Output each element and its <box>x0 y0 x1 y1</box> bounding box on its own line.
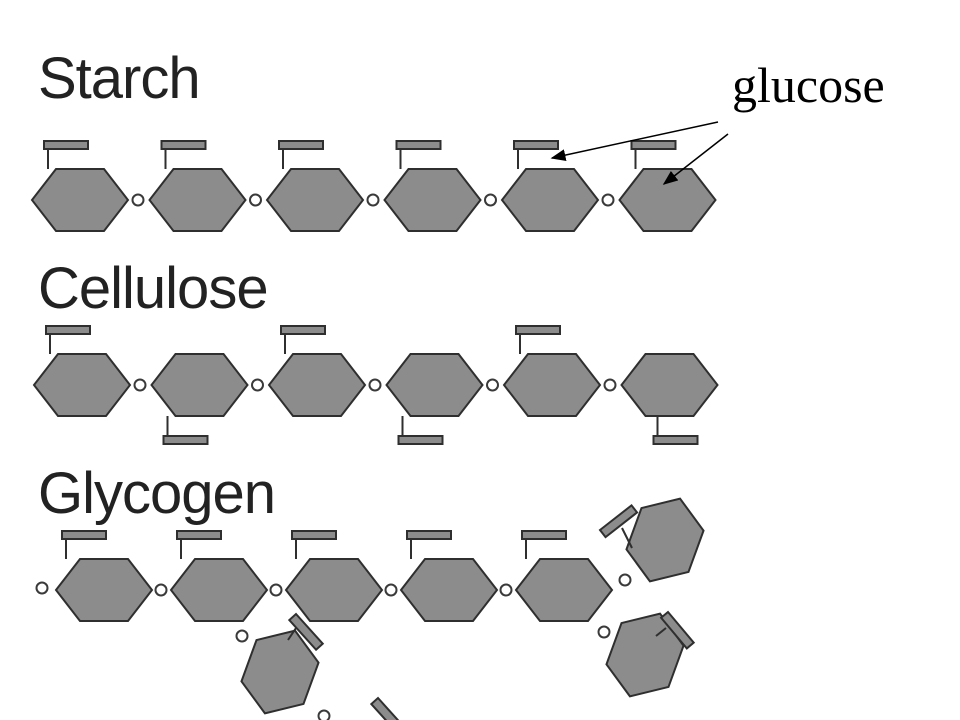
substituent-group <box>515 325 561 335</box>
glycogen-title: Glycogen <box>38 461 276 526</box>
oxygen-link <box>133 378 147 392</box>
glucose-ring <box>150 353 249 417</box>
glucose-ring <box>625 497 705 583</box>
oxygen-link <box>368 378 382 392</box>
starch-chain <box>30 140 717 232</box>
glucose-ring <box>399 558 499 622</box>
oxygen-link <box>251 378 264 392</box>
branch-lower-right <box>605 612 685 698</box>
substituent-group <box>291 530 337 540</box>
glucose-ring <box>514 558 614 622</box>
substituent-group <box>45 325 91 335</box>
substituent-stem <box>621 527 633 549</box>
oxygen-link <box>235 629 249 643</box>
oxygen-link <box>499 583 513 597</box>
branch-upper-right <box>625 497 705 583</box>
substituent-group <box>397 435 444 445</box>
substituent-group <box>287 612 325 652</box>
substituent-group <box>395 140 442 150</box>
glucose-ring <box>385 353 484 417</box>
arrow-to-starch-substituent <box>550 121 719 162</box>
substituent-group <box>521 530 567 540</box>
glucose-ring <box>267 353 367 417</box>
oxygen-link <box>154 583 168 597</box>
starch-title: Starch <box>38 46 201 111</box>
cellulose-title: Cellulose <box>38 256 269 321</box>
glucose-ring <box>265 168 365 232</box>
glucose-ring <box>620 353 719 417</box>
substituent-group <box>630 140 677 150</box>
substituent-group <box>43 140 89 150</box>
substituent-group <box>278 140 324 150</box>
glucose-ring <box>618 168 717 232</box>
substituent-group <box>652 435 699 445</box>
oxygen-link <box>269 583 283 597</box>
oxygen-link <box>486 378 499 392</box>
substituent-stem <box>287 627 297 641</box>
glucose-arrows <box>550 121 729 185</box>
glycogen-chain <box>35 497 705 720</box>
glucose-ring <box>32 353 132 417</box>
substituent-stem <box>655 627 667 637</box>
oxygen-link <box>597 625 611 639</box>
glucose-ring <box>605 612 685 698</box>
oxygen-link <box>317 709 331 720</box>
arrow-to-starch-ring <box>662 133 729 185</box>
substituent-group <box>406 530 452 540</box>
substituent-group <box>513 140 559 150</box>
glucose-ring <box>500 168 600 232</box>
oxygen-link <box>484 193 497 207</box>
substituent-group <box>162 435 209 445</box>
oxygen-link <box>249 193 262 207</box>
oxygen-link <box>366 193 380 207</box>
cellulose-chain <box>32 325 719 445</box>
glucose-ring <box>169 558 269 622</box>
glucose-ring <box>30 168 130 232</box>
substituent-group <box>176 530 222 540</box>
substituent-group <box>280 325 326 335</box>
substituent-group <box>160 140 207 150</box>
glucose-ring <box>284 558 384 622</box>
substituent-group <box>659 610 696 650</box>
oxygen-link <box>601 193 615 207</box>
oxygen-link <box>603 378 617 392</box>
oxygen-link <box>35 581 49 595</box>
oxygen-link <box>131 193 145 207</box>
glucose-ring <box>54 558 154 622</box>
substituent-group <box>369 696 407 720</box>
glucose-label: glucose <box>732 57 885 113</box>
glucose-ring <box>148 168 247 232</box>
substituent-group <box>598 503 639 539</box>
glucose-ring <box>502 353 602 417</box>
glucose-ring <box>383 168 482 232</box>
oxygen-link <box>618 573 632 587</box>
oxygen-link <box>384 583 398 597</box>
substituent-group <box>61 530 107 540</box>
